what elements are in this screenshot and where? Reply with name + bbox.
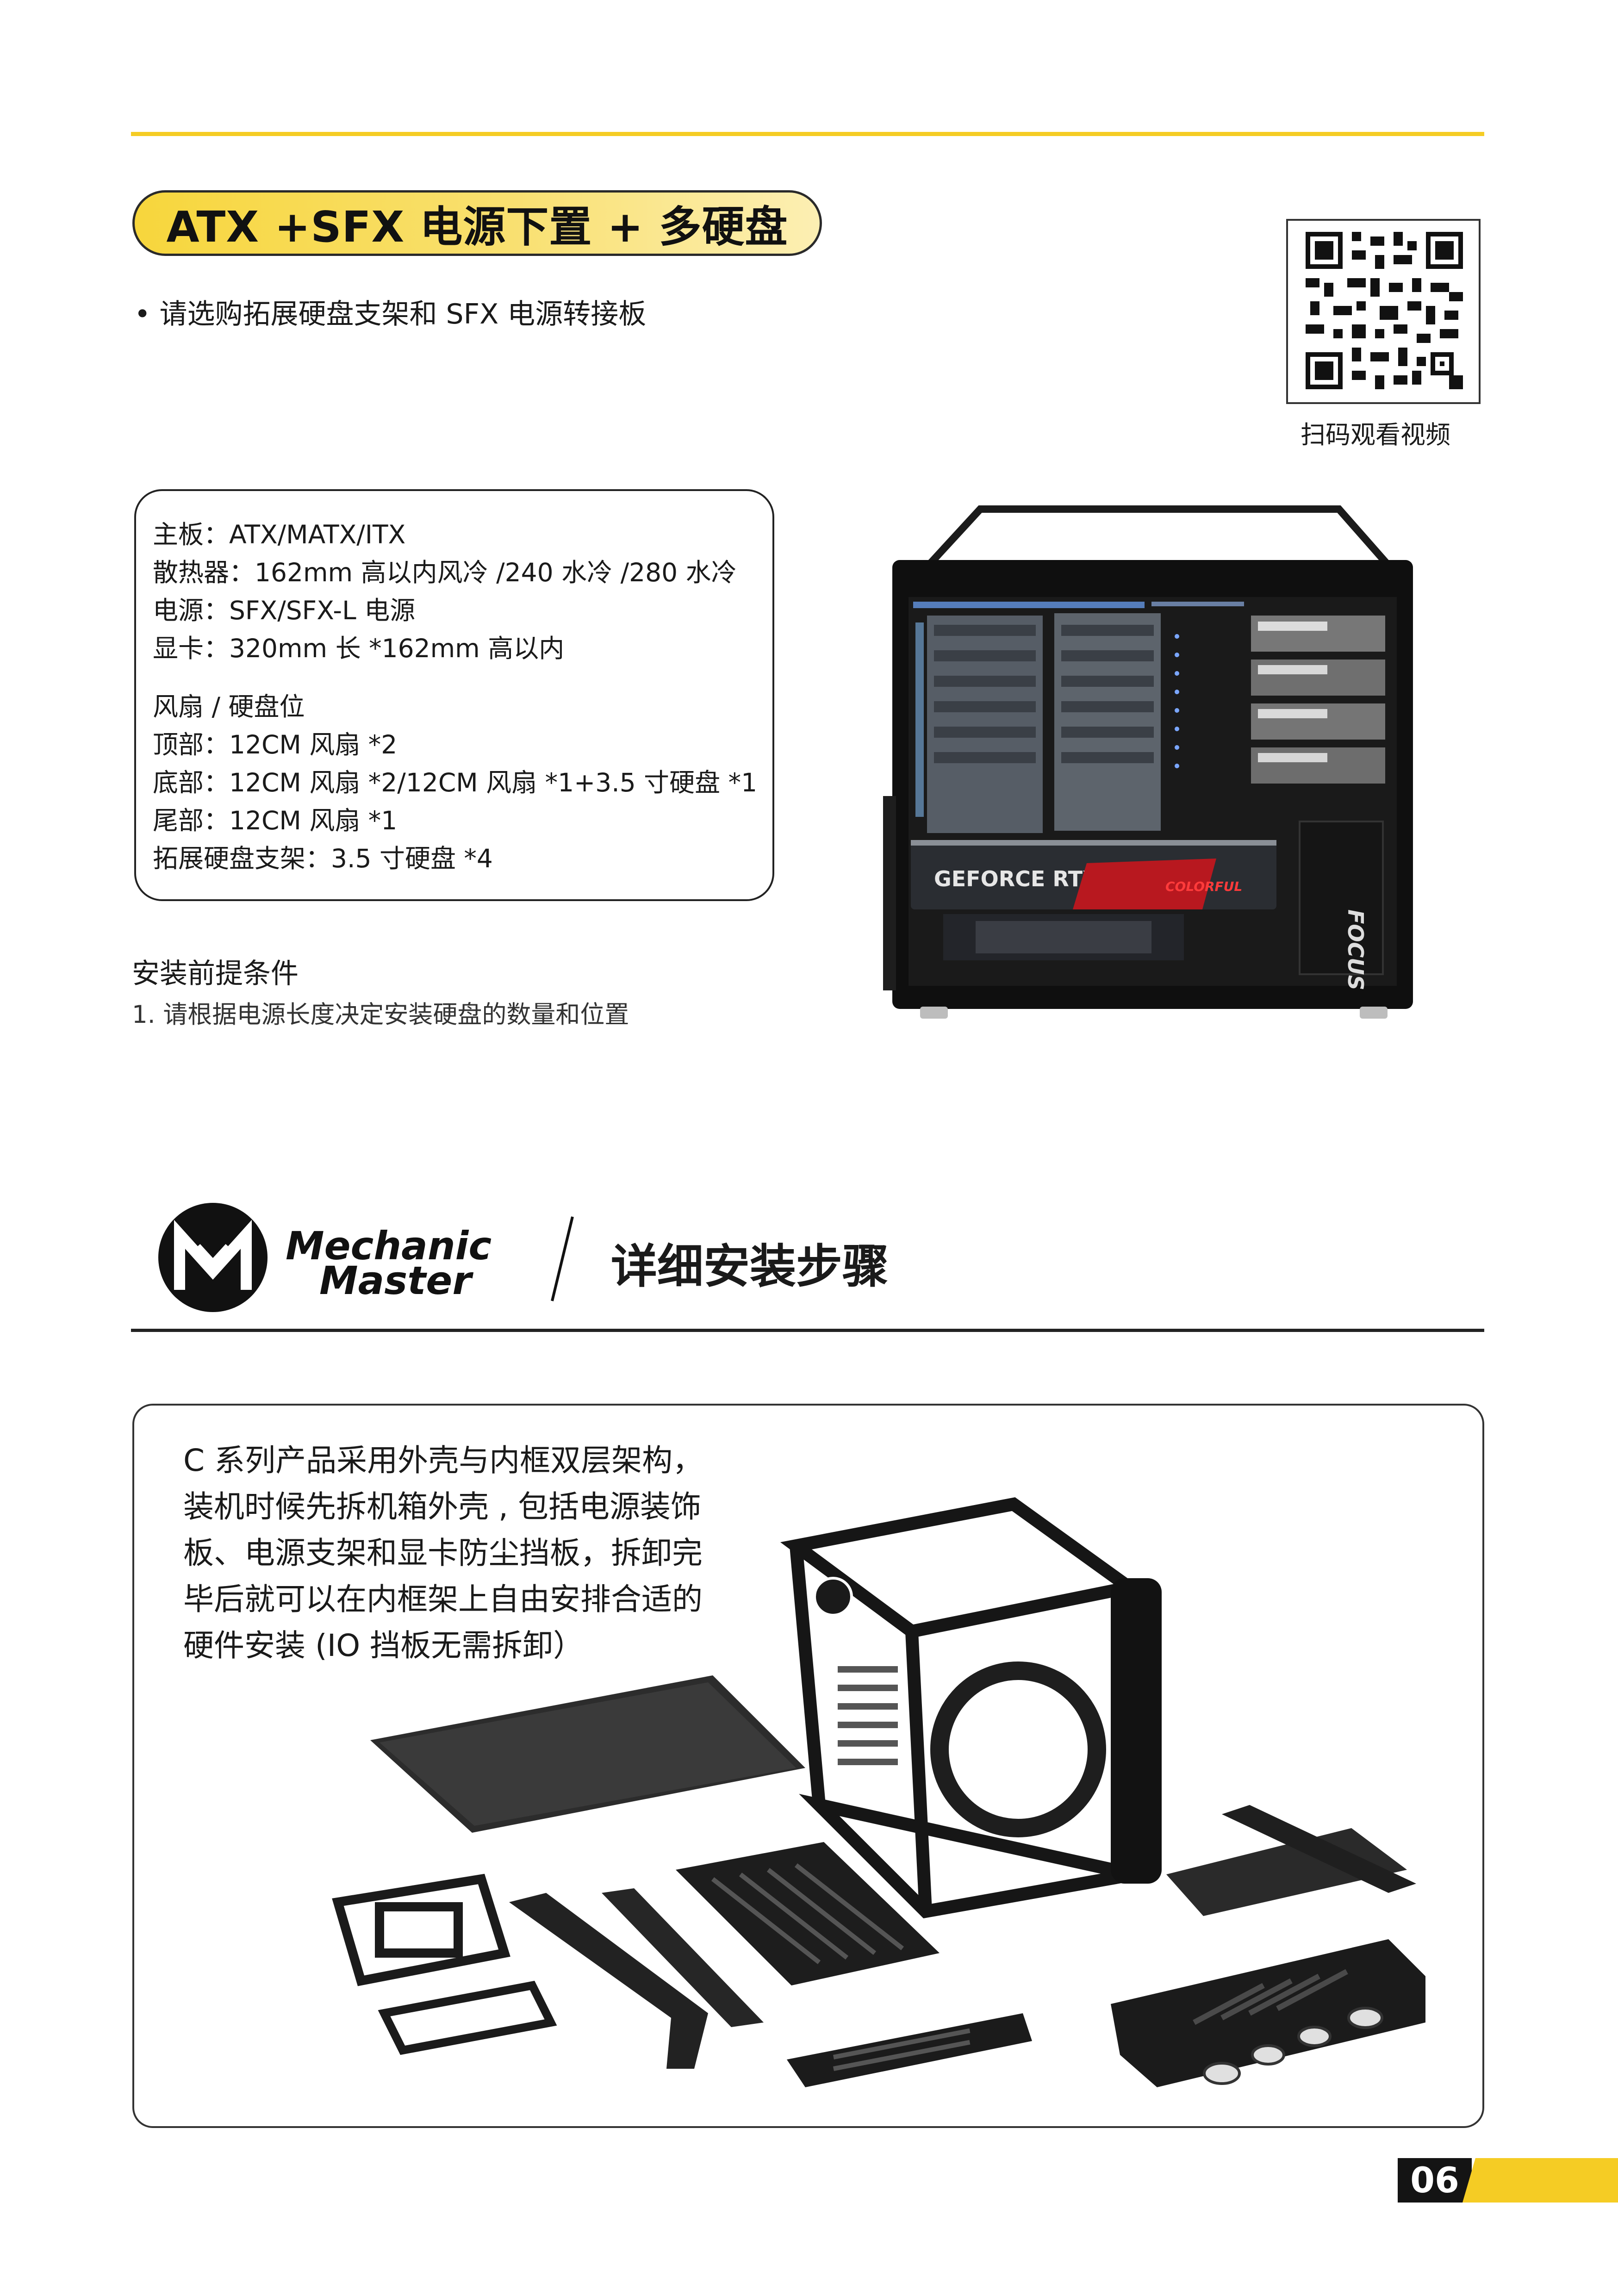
description-line: 装机时候先拆机箱外壳 , 包括电源装饰 — [183, 1489, 701, 1524]
spec-line: 电源：SFX/SFX-L 电源 — [153, 596, 416, 625]
psu-label: FOCUS — [1343, 909, 1368, 990]
qr-code[interactable] — [1286, 219, 1481, 404]
top-accent-rule — [131, 132, 1484, 136]
description-line: C 系列产品采用外壳与内框双层架构， — [183, 1443, 703, 1478]
page-number-box — [1398, 2158, 1472, 2203]
page-number: 06 — [1410, 2159, 1459, 2201]
case-photo: GEFORCE RTX COLORFUL FOCUS — [883, 505, 1413, 1019]
gpu-brand-label: COLORFUL — [1165, 879, 1242, 894]
spec-line: 尾部：12CM 风扇 *1 — [153, 806, 398, 835]
description-line: 硬件安装 (IO 挡板无需拆卸） — [183, 1628, 584, 1663]
section-title: 详细安装步骤 — [611, 1239, 889, 1294]
description-box — [132, 1404, 1484, 2128]
spec-line: 底部：12CM 风扇 *2/12CM 风扇 *1+3.5 寸硬盘 *1 — [153, 768, 758, 797]
spec-line: 散热器：162mm 高以内风冷 /240 水冷 /280 水冷 — [153, 558, 737, 587]
prerequisites-title: 安装前提条件 — [132, 958, 299, 990]
page-number-accent — [1462, 2158, 1618, 2203]
qr-code-icon — [1306, 232, 1463, 389]
spec-box — [134, 489, 774, 901]
gpu-label: GEFORCE RTX — [934, 866, 1099, 891]
divider-slash — [551, 1216, 574, 1301]
spec-line: 风扇 / 硬盘位 — [153, 692, 305, 722]
spec-line: 显卡：320mm 长 *162mm 高以内 — [153, 634, 565, 663]
title-pill: ATX +SFX 电源下置 + 多硬盘 — [132, 190, 822, 256]
description-line: 毕后就可以在内框架上自由安排合适的 — [183, 1581, 703, 1617]
prerequisite-item: 1. 请根据电源长度决定安装硬盘的数量和位置 — [132, 1001, 629, 1029]
spec-line: 主板：ATX/MATX/ITX — [153, 520, 406, 549]
exploded-parts-photo — [332, 1497, 1425, 2087]
subtitle-note: • 请选购拓展硬盘支架和 SFX 电源转接板 — [134, 298, 647, 330]
page-title: ATX +SFX 电源下置 + 多硬盘 — [166, 202, 788, 252]
description-line: 板、电源支架和显卡防尘挡板，拆卸完 — [183, 1535, 703, 1571]
qr-caption: 扫码观看视频 — [1301, 420, 1450, 449]
brand-name-line1: Mechanic — [286, 1223, 492, 1269]
spec-line: 拓展硬盘支架：3.5 寸硬盘 *4 — [153, 844, 493, 873]
spec-line: 顶部：12CM 风扇 *2 — [153, 730, 398, 759]
section-divider — [131, 1329, 1484, 1332]
brand-name-line2: Master — [319, 1258, 472, 1303]
mechanic-master-logo — [158, 1203, 268, 1312]
